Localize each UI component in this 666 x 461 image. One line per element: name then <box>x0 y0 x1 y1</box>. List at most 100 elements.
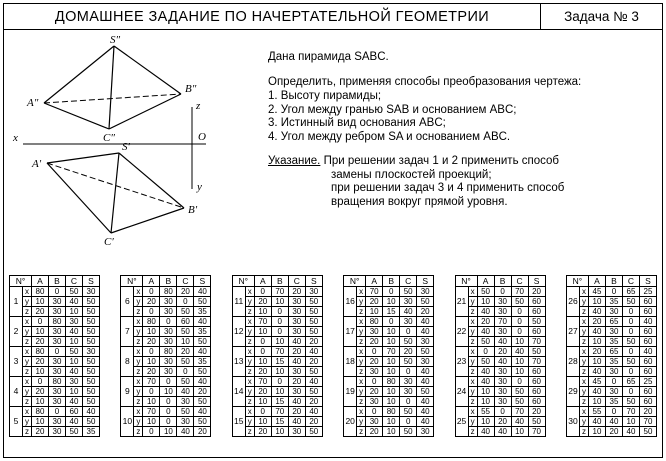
coord-value: 0 <box>159 316 178 327</box>
coord-value: 50 <box>527 346 546 357</box>
coord-value: 70 <box>270 286 289 297</box>
coord-label: z <box>133 306 144 317</box>
coord-label: x <box>22 316 32 327</box>
coord-value: 30 <box>493 366 512 377</box>
coord-value: 40 <box>416 316 435 327</box>
coord-value: 40 <box>493 336 512 347</box>
given-line: Дана пирамида SABC. <box>268 51 389 63</box>
coord-value: 50 <box>193 366 212 377</box>
coord-value: 10 <box>510 426 529 437</box>
coord-value: 30 <box>304 286 323 297</box>
coord-value: 20 <box>193 386 212 397</box>
coord-label: z <box>467 336 478 347</box>
coord-label: y <box>133 356 144 367</box>
coord-value: 50 <box>476 356 495 367</box>
col-header: A <box>253 275 272 287</box>
coord-value: 40 <box>416 416 435 427</box>
coord-label: y <box>133 296 144 307</box>
coord-value: 40 <box>304 376 323 387</box>
label-b-front: B″ <box>185 83 197 95</box>
coord-value: 40 <box>193 346 212 357</box>
coord-value: 10 <box>31 416 49 427</box>
col-header: C <box>621 275 640 287</box>
coord-value: 70 <box>365 286 384 297</box>
coord-label: y <box>244 296 255 307</box>
col-header-num: N° <box>9 275 32 287</box>
coord-value: 10 <box>382 426 401 437</box>
coord-value: 30 <box>399 316 418 327</box>
coord-value: 10 <box>65 386 83 397</box>
col-header-num: N° <box>454 275 478 287</box>
coord-value: 50 <box>176 326 195 337</box>
col-header: S <box>527 275 546 287</box>
coord-value: 60 <box>527 376 546 387</box>
coord-value: 30 <box>82 346 100 357</box>
coord-value: 65 <box>604 316 623 327</box>
variant-number: 9 <box>120 376 135 407</box>
note-line-4: вращения вокруг прямой уровня. <box>331 195 508 208</box>
coord-value: 0 <box>510 326 529 337</box>
coord-label: x <box>133 316 144 327</box>
coord-value: 30 <box>365 396 384 407</box>
coord-value: 80 <box>31 346 49 357</box>
coord-value: 30 <box>287 296 306 307</box>
coord-value: 0 <box>621 326 640 337</box>
coord-value: 0 <box>604 406 623 417</box>
coord-label: y <box>578 326 589 337</box>
coord-label: z <box>133 366 144 377</box>
variant-number: 16 <box>343 286 358 317</box>
variant-number: 19 <box>343 376 358 407</box>
coord-value: 50 <box>416 346 435 357</box>
coord-value: 30 <box>48 326 66 337</box>
coord-value: 10 <box>382 296 401 307</box>
coord-value: 50 <box>193 396 212 407</box>
col-header: A <box>365 275 384 287</box>
coord-value: 35 <box>193 326 212 337</box>
coord-value: 40 <box>476 376 495 387</box>
coord-value: 30 <box>399 296 418 307</box>
coord-label: x <box>244 346 255 357</box>
coord-value: 30 <box>416 426 435 437</box>
col-header: B <box>48 275 66 287</box>
coord-value: 65 <box>604 346 623 357</box>
note-line-3: при решении задач 3 и 4 применить способ <box>331 182 565 194</box>
coord-label: z <box>467 396 478 407</box>
note-text-1: При решении задач 1 и 2 применить способ <box>323 155 559 167</box>
coord-value: 50 <box>304 296 323 307</box>
coord-value: 25 <box>638 376 657 387</box>
coord-value: 0 <box>476 346 495 357</box>
coord-label: z <box>578 426 589 437</box>
coord-label: z <box>467 366 478 377</box>
coord-value: 40 <box>65 296 83 307</box>
worksheet-page: ДОМАШНЕЕ ЗАДАНИЕ ПО НАЧЕРТАТЕЛЬНОЙ ГЕОМЕ… <box>3 3 663 458</box>
coord-value: 20 <box>287 406 306 417</box>
coord-label: y <box>133 416 144 427</box>
coord-value: 10 <box>382 386 401 397</box>
coord-value: 50 <box>638 426 657 437</box>
coord-value: 30 <box>604 366 623 377</box>
coord-value: 20 <box>304 396 323 407</box>
label-origin: O <box>198 131 206 143</box>
coord-value: 0 <box>365 376 384 387</box>
label-b-top: B′ <box>188 204 198 216</box>
coord-value: 50 <box>527 416 546 427</box>
coord-label: y <box>467 326 478 337</box>
coord-value: 0 <box>621 316 640 327</box>
coord-value: 35 <box>193 356 212 367</box>
coord-value: 15 <box>270 396 289 407</box>
coord-label: z <box>133 426 144 437</box>
coord-value: 70 <box>638 416 657 427</box>
coord-value: 20 <box>31 386 49 397</box>
coord-value: 0 <box>142 346 161 357</box>
coord-value: 65 <box>621 376 640 387</box>
coord-value: 0 <box>604 286 623 297</box>
coord-label: z <box>578 396 589 407</box>
coord-value: 0 <box>159 416 178 427</box>
coord-value: 0 <box>270 316 289 327</box>
coord-value: 20 <box>476 316 495 327</box>
variant-number: 1 <box>9 286 23 317</box>
coord-value: 10 <box>382 366 401 377</box>
coord-value: 30 <box>287 366 306 377</box>
